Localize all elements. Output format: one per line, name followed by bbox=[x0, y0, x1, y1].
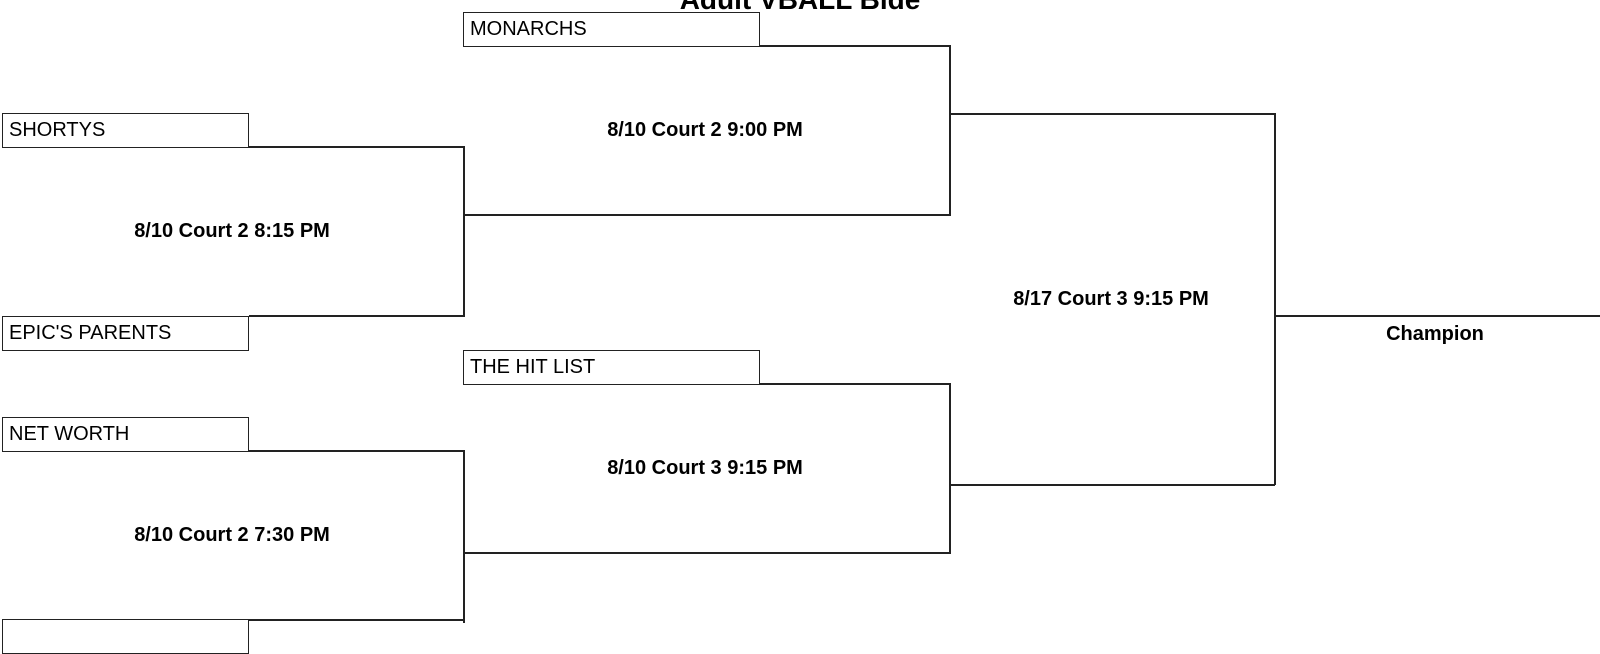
bracket-line bbox=[760, 383, 950, 385]
team-slot-shortys[interactable]: SHORTYS bbox=[2, 113, 249, 148]
bracket-line bbox=[463, 214, 951, 216]
bracket-line bbox=[949, 113, 1275, 115]
bracket-line bbox=[949, 484, 1275, 486]
team-slot-net-worth[interactable]: NET WORTH bbox=[2, 417, 249, 452]
bracket-title: Adult VBALL Bide bbox=[600, 0, 1000, 14]
bracket-line bbox=[949, 383, 951, 553]
bracket-line bbox=[249, 315, 465, 317]
game-info-r2-top: 8/10 Court 2 9:00 PM bbox=[607, 119, 803, 141]
game-info-r1-bottom: 8/10 Court 2 7:30 PM bbox=[134, 524, 330, 546]
bracket-line bbox=[1274, 113, 1276, 485]
game-info-final: 8/17 Court 3 9:15 PM bbox=[1013, 288, 1209, 310]
bracket-line bbox=[463, 552, 951, 554]
team-slot-empty[interactable] bbox=[2, 619, 249, 654]
game-info-r2-bottom: 8/10 Court 3 9:15 PM bbox=[607, 457, 803, 479]
bracket-line bbox=[949, 45, 951, 215]
team-slot-epics-parents[interactable]: EPIC'S PARENTS bbox=[2, 316, 249, 351]
bracket-line bbox=[249, 450, 464, 452]
bracket-line bbox=[760, 45, 950, 47]
champion-label: Champion bbox=[1386, 323, 1484, 345]
bracket-line bbox=[249, 146, 464, 148]
bracket-line bbox=[463, 146, 465, 316]
team-slot-the-hit-list[interactable]: THE HIT LIST bbox=[463, 350, 760, 385]
bracket-line bbox=[249, 619, 465, 621]
game-info-r1-top: 8/10 Court 2 8:15 PM bbox=[134, 220, 330, 242]
bracket-line bbox=[463, 450, 465, 623]
champion-line bbox=[1274, 315, 1600, 317]
team-slot-monarchs[interactable]: MONARCHS bbox=[463, 12, 760, 47]
